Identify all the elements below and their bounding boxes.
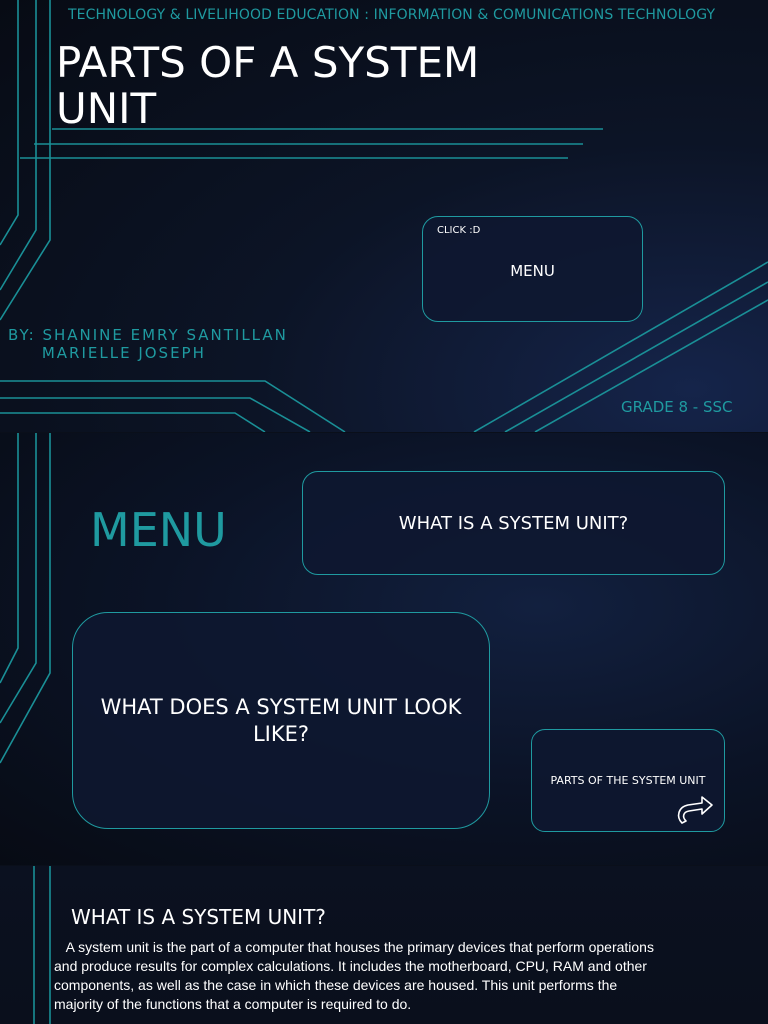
circuit-lines-decoration bbox=[33, 866, 51, 1024]
menu-option-look-like[interactable]: WHAT DOES A SYSTEM UNIT LOOK LIKE? bbox=[72, 612, 490, 829]
menu-heading: MENU bbox=[90, 503, 227, 557]
menu-option-label: PARTS OF THE SYSTEM UNIT bbox=[550, 774, 706, 787]
menu-option-what-is[interactable]: WHAT IS A SYSTEM UNIT? bbox=[302, 471, 725, 575]
grade-label: GRADE 8 - SSC bbox=[621, 398, 733, 416]
authors: BY: SHANINE EMRY SANTILLAN MARIELLE JOSE… bbox=[8, 326, 288, 362]
menu-option-label: WHAT DOES A SYSTEM UNIT LOOK LIKE? bbox=[100, 694, 462, 746]
presentation-title: PARTS OF A SYSTEM UNIT bbox=[56, 38, 480, 133]
menu-button-label: MENU bbox=[510, 262, 555, 280]
subject-header: TECHNOLOGY & LIVELIHOOD EDUCATION : INFO… bbox=[68, 7, 716, 23]
section-heading: WHAT IS A SYSTEM UNIT? bbox=[71, 905, 326, 929]
section-body: A system unit is the part of a computer … bbox=[54, 938, 664, 1014]
menu-button[interactable]: CLICK :D MENU bbox=[422, 216, 643, 322]
menu-slide: MENU WHAT IS A SYSTEM UNIT? WHAT DOES A … bbox=[0, 433, 768, 865]
menu-option-label: WHAT IS A SYSTEM UNIT? bbox=[398, 512, 629, 534]
circuit-lines-decoration bbox=[0, 433, 51, 764]
click-note: CLICK :D bbox=[437, 225, 481, 236]
menu-option-parts[interactable]: PARTS OF THE SYSTEM UNIT bbox=[531, 729, 725, 832]
section-body-text: A system unit is the part of a computer … bbox=[54, 939, 654, 1012]
definition-slide: WHAT IS A SYSTEM UNIT? A system unit is … bbox=[0, 866, 768, 1024]
circuit-lines-decoration bbox=[0, 0, 768, 432]
curved-arrow-icon bbox=[677, 796, 713, 824]
title-slide: TECHNOLOGY & LIVELIHOOD EDUCATION : INFO… bbox=[0, 0, 768, 432]
